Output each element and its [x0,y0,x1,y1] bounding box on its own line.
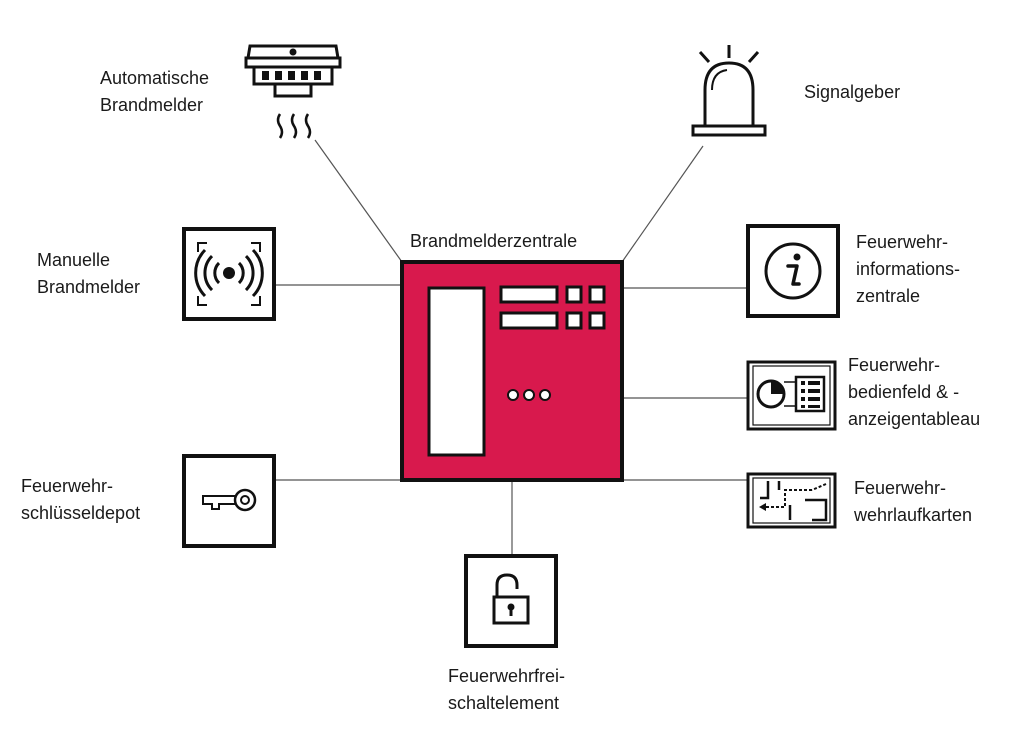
auto-detector-label-line: Brandmelder [100,95,204,115]
manual-call-point-icon [182,227,276,321]
central-label-text: Brandmelderzentrale [410,231,578,251]
info-center-label-line: zentrale [856,286,921,306]
floor-plan-icon [746,472,837,529]
key-depot-label-line: Feuerwehr- [21,476,114,496]
signal-label-line: Signalgeber [804,82,901,102]
manual-detector-label: Manuelle Brandmelder [37,247,140,301]
control-panel-label-line: Feuerwehr- [848,355,941,375]
connector-lines [275,139,748,556]
info-center-label: Feuerwehr- informations- zentrale [856,229,960,310]
padlock-open-icon [464,554,558,648]
manual-detector-label-line: Manuelle [37,250,111,270]
key-depot-label-line: schlüsseldepot [21,503,141,523]
release-element-label-line: schaltelement [448,693,560,713]
control-panel-icon [746,360,837,431]
key-icon [182,454,276,548]
control-panel-label-line: anzeigentableau [848,409,981,429]
route-cards-label-line: wehrlaufkarten [854,505,973,525]
info-center-label-line: informations- [856,259,961,279]
signal-label: Signalgeber [804,79,900,106]
central-label: Brandmelderzentrale [410,228,577,255]
info-center-label-line: Feuerwehr- [856,232,949,252]
control-panel-label: Feuerwehr- bedienfeld & - anzeigentablea… [848,352,980,433]
manual-detector-label-line: Brandmelder [37,277,141,297]
connector-auto-detector [314,139,403,263]
connector-signal [621,145,704,263]
key-depot-label: Feuerwehr- schlüsseldepot [21,473,140,527]
auto-detector-label: Automatische Brandmelder [100,65,209,119]
release-element-label-line: Feuerwehrfrei- [448,666,566,686]
fire-alarm-panel-icon [400,260,624,482]
route-cards-label-line: Feuerwehr- [854,478,947,498]
smoke-detector-icon [244,44,342,139]
info-icon [746,224,840,318]
release-element-label: Feuerwehrfrei- schaltelement [448,663,565,717]
control-panel-label-line: bedienfeld & - [848,382,960,402]
route-cards-label: Feuerwehr- wehrlaufkarten [854,475,972,529]
auto-detector-label-line: Automatische [100,68,210,88]
beacon-icon [691,45,767,137]
